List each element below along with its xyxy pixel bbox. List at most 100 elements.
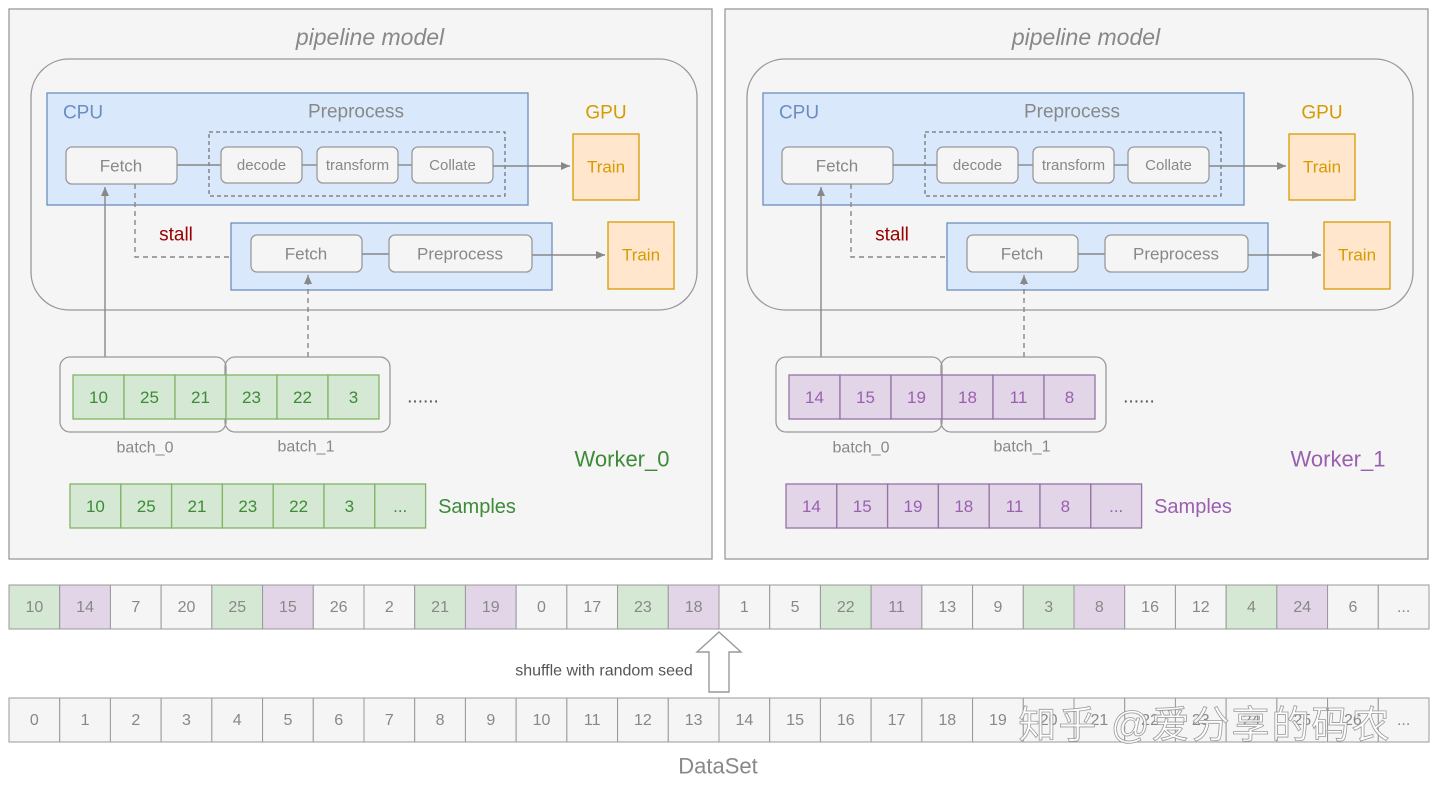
cpu-label: CPU [779,103,819,124]
train-box-row2 [1323,221,1391,290]
shuffled-cell-15 [769,584,821,630]
dataset-cell-value-0: 0 [30,712,39,729]
shuffled-cell-26 [1327,584,1379,630]
batch1-label: batch_1 [994,439,1051,456]
shuffled-cell-8 [414,584,466,630]
shuffled-cell-value-4: 25 [228,599,246,616]
fetch-label-row2: Fetch [285,245,328,264]
batch-cell-value-5: 8 [1065,388,1074,407]
batch-cell-4 [276,374,329,420]
dataset-cell-12 [617,697,669,743]
shuffled-cell-value-24: 4 [1247,599,1256,616]
shuffled-cell-7 [363,584,416,630]
dataset-cell-value-20: 20 [1040,712,1058,729]
dataset-cell-4 [211,697,264,743]
sample-cell-1 [120,483,173,529]
dataset-cell-0 [8,697,61,743]
dataset-cell-20 [1022,697,1075,743]
step-label-2: Collate [429,157,476,174]
dataset-cell-value-21: 21 [1090,712,1108,729]
batch0-label: batch_0 [117,440,174,457]
train-label-row2: Train [1338,246,1376,265]
dataset-cell-10 [515,697,568,743]
sample-cell-value-3: 23 [238,497,257,516]
batch-ellipsis: ...... [1123,387,1155,408]
shuffled-cell-10 [515,584,568,630]
batch-cell-value-1: 15 [856,388,875,407]
dataset-cell-6 [312,697,365,743]
dataset-cell-value-16: 16 [837,712,855,729]
panel-title: pipeline model [295,24,445,50]
dataset-cell-3 [160,697,213,743]
shuffled-cell-24 [1225,584,1278,630]
preprocess-label-row2: Preprocess [1133,245,1219,264]
shuffled-cell-value-3: 20 [178,599,196,616]
sample-cell-6 [374,483,427,529]
shuffled-cell-0 [8,584,61,630]
sample-cell-value-5: 8 [1061,497,1070,516]
shuffle-arrow: shuffle with random seed [515,631,743,693]
dataset-cell-value-11: 11 [584,712,601,729]
batch-cell-value-2: 19 [907,388,926,407]
shuffled-cell-6 [312,584,365,630]
batch-cell-value-5: 3 [349,388,358,407]
sample-cell-value-4: 22 [289,497,308,516]
dataset-cell-value-18: 18 [938,712,956,729]
batch-cell-value-4: 11 [1010,388,1028,407]
batch-cell-1 [839,374,892,420]
batch-cell-3 [941,374,994,420]
dataset-label: DataSet [678,754,758,779]
dataset-cell-value-26: 26 [1344,712,1362,729]
train-label-row2: Train [622,246,660,265]
panel-title: pipeline model [1011,24,1161,50]
dataset-cell-value-24: 24 [1243,712,1261,729]
sample-cell-value-6: ... [1109,497,1123,516]
shuffled-cell-value-11: 17 [583,599,601,616]
batch1-label: batch_1 [278,439,335,456]
dataset-cell-15 [769,697,821,743]
shuffled-cell-value-10: 0 [537,599,546,616]
dataset-cell-14 [718,697,771,743]
sample-cell-1 [836,483,889,529]
sample-cell-value-3: 18 [954,497,973,516]
shuffled-cell-18 [921,584,974,630]
batch-cell-value-0: 14 [805,388,824,407]
shuffled-cell-value-5: 15 [279,599,297,616]
shuffled-cell-22 [1124,584,1176,630]
dataset-cell-16 [819,697,872,743]
sample-cell-5 [323,483,376,529]
shuffled-cell-9 [464,584,517,630]
dataset-cell-value-8: 8 [436,712,445,729]
batch-cell-value-1: 25 [140,388,159,407]
dataset-cell-value-7: 7 [385,712,394,729]
watermark-text: 知乎 @爱分享的码农 [1018,705,1391,747]
sample-cell-4 [988,483,1041,529]
batch-cell-0 [788,374,841,420]
sample-cell-value-5: 3 [345,497,354,516]
shuffled-cell-13 [667,584,720,630]
shuffled-cell-3 [160,584,213,630]
shuffled-cell-value-25: 24 [1293,599,1311,616]
dataset-cell-13 [667,697,720,743]
shuffle-label: shuffle with random seed [515,663,693,680]
dataset-cell-value-15: 15 [786,712,804,729]
step-box-2 [411,146,494,184]
dataset-cell-22 [1124,697,1176,743]
step-label-0: decode [237,157,286,174]
sample-cell-value-4: 11 [1006,497,1024,516]
dataset-cell-24 [1225,697,1278,743]
shuffled-cell-value-23: 12 [1192,599,1210,616]
shuffled-cell-value-15: 5 [791,599,800,616]
dataset-cell-value-9: 9 [486,712,495,729]
sample-cell-value-0: 14 [802,497,821,516]
preprocess-label-row2: Preprocess [417,245,503,264]
dataset-cell-26 [1327,697,1379,743]
samples-label: Samples [1154,496,1232,518]
sample-cell-value-0: 10 [86,497,105,516]
dataset-cell-value-19: 19 [989,712,1007,729]
step-label-2: Collate [1145,157,1192,174]
gpu-label: GPU [585,103,626,124]
shuffled-cell-value-21: 8 [1095,599,1104,616]
dataset-cell-23 [1174,697,1227,743]
